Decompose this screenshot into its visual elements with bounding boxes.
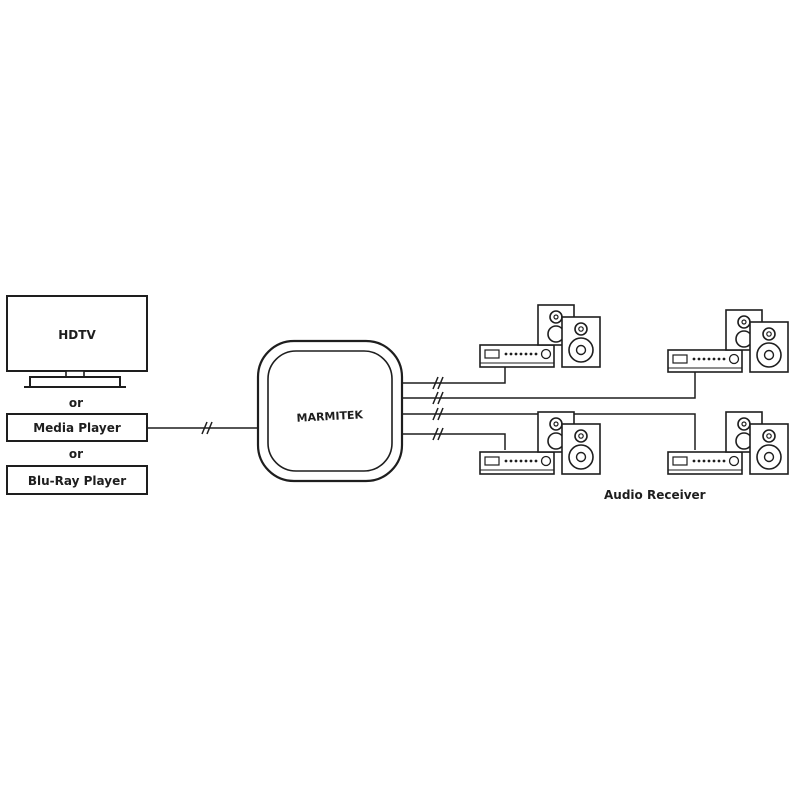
audio-receiver-bottom-right bbox=[668, 412, 788, 474]
audio-receiver-caption: Audio Receiver bbox=[604, 488, 706, 502]
audio-receiver-top-left bbox=[480, 305, 600, 367]
bluray-player-box bbox=[6, 465, 148, 495]
audio-receiver-bottom-left bbox=[480, 412, 600, 474]
output-cables bbox=[400, 367, 696, 450]
or-label: or bbox=[69, 447, 83, 461]
media-player-label: Media Player bbox=[33, 421, 121, 435]
or-label: or bbox=[69, 396, 83, 410]
marmitek-logo: MARMITEK bbox=[296, 408, 364, 424]
audio-receiver-top-right bbox=[668, 310, 788, 372]
hdtv-icon bbox=[6, 295, 148, 388]
marmitek-hub bbox=[256, 339, 404, 483]
bluray-player-label: Blu-Ray Player bbox=[28, 474, 126, 488]
hdtv-label: HDTV bbox=[58, 328, 96, 342]
input-cable bbox=[147, 421, 259, 435]
media-player-box bbox=[6, 413, 148, 442]
